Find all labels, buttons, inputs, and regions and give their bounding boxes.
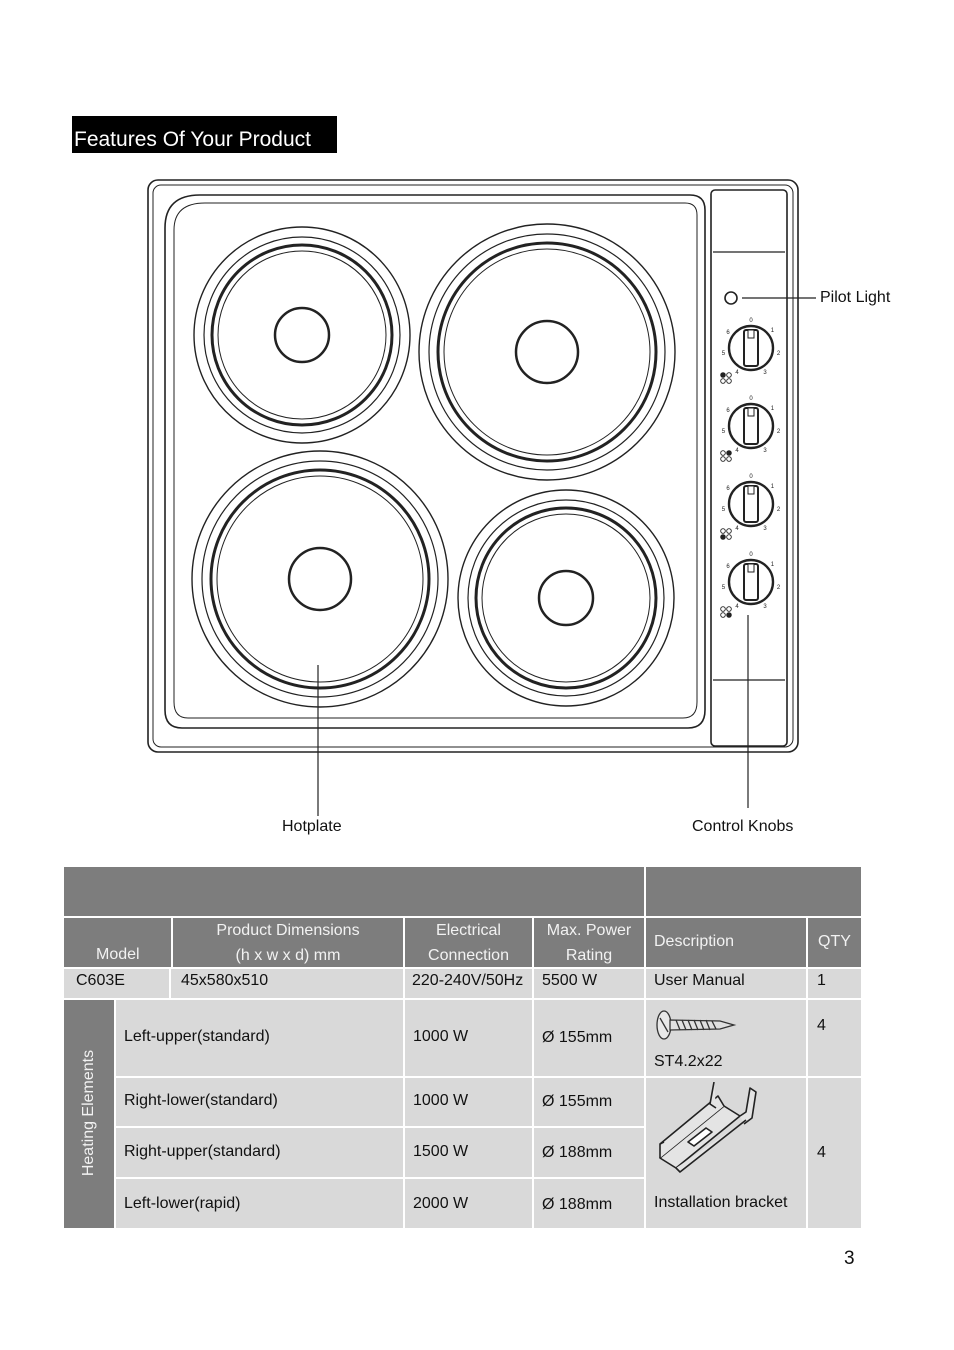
control-knob: 0 1 2 3 4 5 6 bbox=[720, 552, 781, 618]
element-row-name: Left-upper(standard) bbox=[116, 1000, 403, 1076]
knob-scale-mark: 2 bbox=[777, 585, 781, 591]
accessory-screw-cell: ST4.2x22 bbox=[646, 1000, 806, 1076]
knob-scale-mark: 4 bbox=[735, 604, 739, 610]
knob-scale-mark: 0 bbox=[749, 552, 753, 558]
accessory-description: ST4.2x22 bbox=[654, 1053, 723, 1070]
header-qty: QTY bbox=[808, 918, 861, 967]
accessory-qty: 1 bbox=[808, 969, 861, 998]
element-row-power: 1500 W bbox=[405, 1128, 532, 1177]
knob-scale-mark: 2 bbox=[777, 429, 781, 435]
header-dimensions: Product Dimensions (h x w x d) mm bbox=[173, 918, 403, 967]
hob-outer-frame bbox=[147, 179, 799, 753]
hob-top-plate bbox=[164, 194, 706, 729]
knob-scale-mark: 2 bbox=[777, 351, 781, 357]
knob-scale-mark: 3 bbox=[763, 370, 767, 376]
knob-scale-mark: 1 bbox=[771, 406, 775, 412]
knob-scale-mark: 1 bbox=[771, 328, 775, 334]
knob-scale-mark: 4 bbox=[735, 370, 739, 376]
knob-scale-mark: 0 bbox=[749, 318, 753, 324]
hotplate-label: Hotplate bbox=[282, 818, 342, 835]
control-knob: 0 1 2 3 4 5 6 bbox=[720, 474, 781, 540]
knob-scale-mark: 3 bbox=[763, 604, 767, 610]
knob-scale-mark: 1 bbox=[771, 484, 775, 490]
header-power: Max. Power Rating bbox=[534, 918, 644, 967]
element-row-name: Left-lower(rapid) bbox=[116, 1179, 403, 1228]
heating-elements-label: Heating Elements bbox=[80, 1049, 97, 1177]
knob-scale-mark: 6 bbox=[726, 408, 730, 414]
cell-electrical: 220-240V/50Hz bbox=[405, 969, 532, 998]
page-number: 3 bbox=[844, 1248, 855, 1269]
accessory-description: User Manual bbox=[646, 969, 806, 998]
bracket-icon bbox=[659, 1082, 757, 1173]
cell-dimensions: 45x580x510 bbox=[171, 969, 403, 998]
header-electrical: Electrical Connection bbox=[405, 918, 532, 967]
knob-scale-mark: 3 bbox=[763, 448, 767, 454]
hotplate-left-upper bbox=[193, 226, 411, 444]
knob-scale-mark: 5 bbox=[722, 351, 726, 357]
knob-scale-mark: 5 bbox=[722, 585, 726, 591]
hotplate-right-lower bbox=[457, 489, 675, 707]
knob-scale-mark: 3 bbox=[763, 526, 767, 532]
element-row-power: 1000 W bbox=[405, 1000, 532, 1076]
element-row-name: Right-lower(standard) bbox=[116, 1078, 403, 1126]
knob-scale-mark: 2 bbox=[777, 507, 781, 513]
element-row-name: Right-upper(standard) bbox=[116, 1128, 403, 1177]
knob-scale-mark: 5 bbox=[722, 507, 726, 513]
cell-model: C603E bbox=[64, 969, 169, 998]
hotplate-right-upper bbox=[418, 223, 676, 481]
page-title: Features Of Your Product bbox=[72, 116, 337, 153]
accessory-bracket-cell: Installation bracket bbox=[646, 1078, 806, 1228]
pilot-light-label: Pilot Light bbox=[820, 289, 891, 306]
hob-inner-frame bbox=[152, 184, 794, 748]
header-description: Description bbox=[646, 918, 806, 967]
spec-table-header-band bbox=[64, 867, 644, 916]
element-row-diameter: Ø 188mm bbox=[534, 1128, 644, 1177]
accessory-qty: 4 bbox=[808, 1078, 861, 1228]
element-row-power: 2000 W bbox=[405, 1179, 532, 1228]
knob-scale-mark: 6 bbox=[726, 330, 730, 336]
element-row-diameter: Ø 188mm bbox=[534, 1179, 644, 1228]
pilot-light-icon bbox=[724, 291, 738, 305]
knob-scale-mark: 5 bbox=[722, 429, 726, 435]
element-row-power: 1000 W bbox=[405, 1078, 532, 1126]
accessory-description: Installation bracket bbox=[654, 1194, 788, 1211]
control-panel bbox=[710, 189, 788, 747]
knob-scale-mark: 6 bbox=[726, 564, 730, 570]
heating-elements-side-cell: Heating Elements bbox=[64, 1000, 114, 1228]
accessory-qty: 4 bbox=[808, 1000, 861, 1076]
element-row-diameter: Ø 155mm bbox=[534, 1078, 644, 1126]
accessories-header-band bbox=[646, 867, 861, 916]
hob-top-plate-inner bbox=[173, 202, 698, 719]
knob-scale-mark: 4 bbox=[735, 526, 739, 532]
control-knob: 0 1 2 3 4 5 6 bbox=[720, 396, 781, 462]
element-row-diameter: Ø 155mm bbox=[534, 1000, 644, 1076]
burner-position-icon bbox=[720, 372, 732, 384]
knob-scale-mark: 0 bbox=[749, 396, 753, 402]
hotplate-left-lower bbox=[191, 450, 449, 708]
control-knobs-label: Control Knobs bbox=[692, 818, 794, 835]
knob-scale-mark: 6 bbox=[726, 486, 730, 492]
knob-scale-mark: 0 bbox=[749, 474, 753, 480]
burner-position-icon bbox=[720, 606, 732, 618]
cell-power: 5500 W bbox=[534, 969, 644, 998]
screw-icon bbox=[656, 1010, 737, 1040]
burner-position-icon bbox=[720, 528, 732, 540]
knob-scale-mark: 4 bbox=[735, 448, 739, 454]
control-knob: 0 1 2 3 4 5 6 bbox=[720, 318, 781, 384]
hob-diagram: 0 1 2 3 4 5 6 0 1 2 3 4 5 6 0 1 2 3 4 5 6 0 1 2 3 4 5 6 bbox=[147, 179, 816, 816]
knob-scale-mark: 1 bbox=[771, 562, 775, 568]
burner-position-icon bbox=[720, 450, 732, 462]
header-model: Model bbox=[64, 918, 171, 967]
